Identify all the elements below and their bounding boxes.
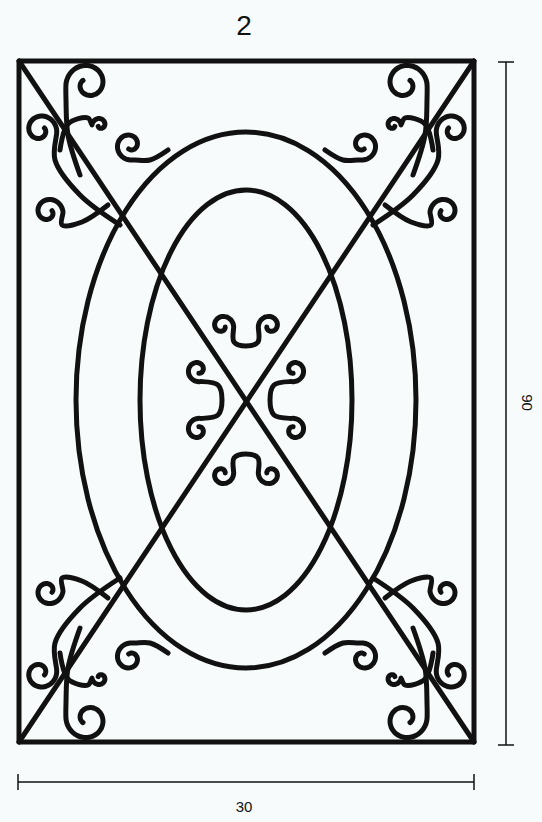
diagonal-bar — [19, 61, 474, 742]
dimension-tick — [498, 744, 514, 746]
scroll — [29, 116, 120, 225]
scroll — [325, 642, 376, 668]
scroll — [117, 135, 168, 161]
dimension-tick — [473, 774, 475, 790]
scroll — [373, 578, 464, 687]
scroll — [388, 118, 433, 150]
scroll — [60, 653, 105, 685]
scroll — [388, 653, 433, 685]
frame — [19, 61, 474, 742]
scroll — [385, 199, 455, 226]
centre-scrolls — [188, 316, 303, 483]
dimension-lines — [18, 62, 514, 790]
scroll — [188, 363, 222, 438]
corner-scrolls — [325, 577, 464, 738]
corner-scrolls — [325, 65, 464, 226]
dimension-tick — [17, 774, 19, 790]
corner-scrolls — [29, 65, 168, 226]
scroll — [38, 199, 108, 226]
scroll — [385, 577, 455, 604]
scroll — [270, 363, 304, 438]
scroll — [29, 578, 120, 687]
scroll — [373, 116, 464, 225]
scroll — [215, 454, 278, 484]
scroll — [38, 577, 108, 604]
corner-scrolls — [29, 577, 168, 738]
figure-number: 2 — [234, 11, 254, 41]
scroll-work — [29, 65, 464, 737]
inner-ring — [140, 190, 352, 610]
dimension-tick — [498, 61, 514, 63]
scroll — [215, 316, 278, 346]
dimension-label: 30 — [234, 798, 255, 815]
scroll — [325, 135, 376, 161]
scroll — [117, 642, 168, 668]
diagonal-bar — [19, 61, 474, 742]
dimension-label: 90 — [519, 392, 536, 413]
scroll — [60, 118, 105, 150]
dimension-line — [505, 62, 507, 745]
outer-ring — [76, 132, 416, 668]
grille — [19, 61, 474, 742]
dimension-line — [18, 781, 474, 783]
